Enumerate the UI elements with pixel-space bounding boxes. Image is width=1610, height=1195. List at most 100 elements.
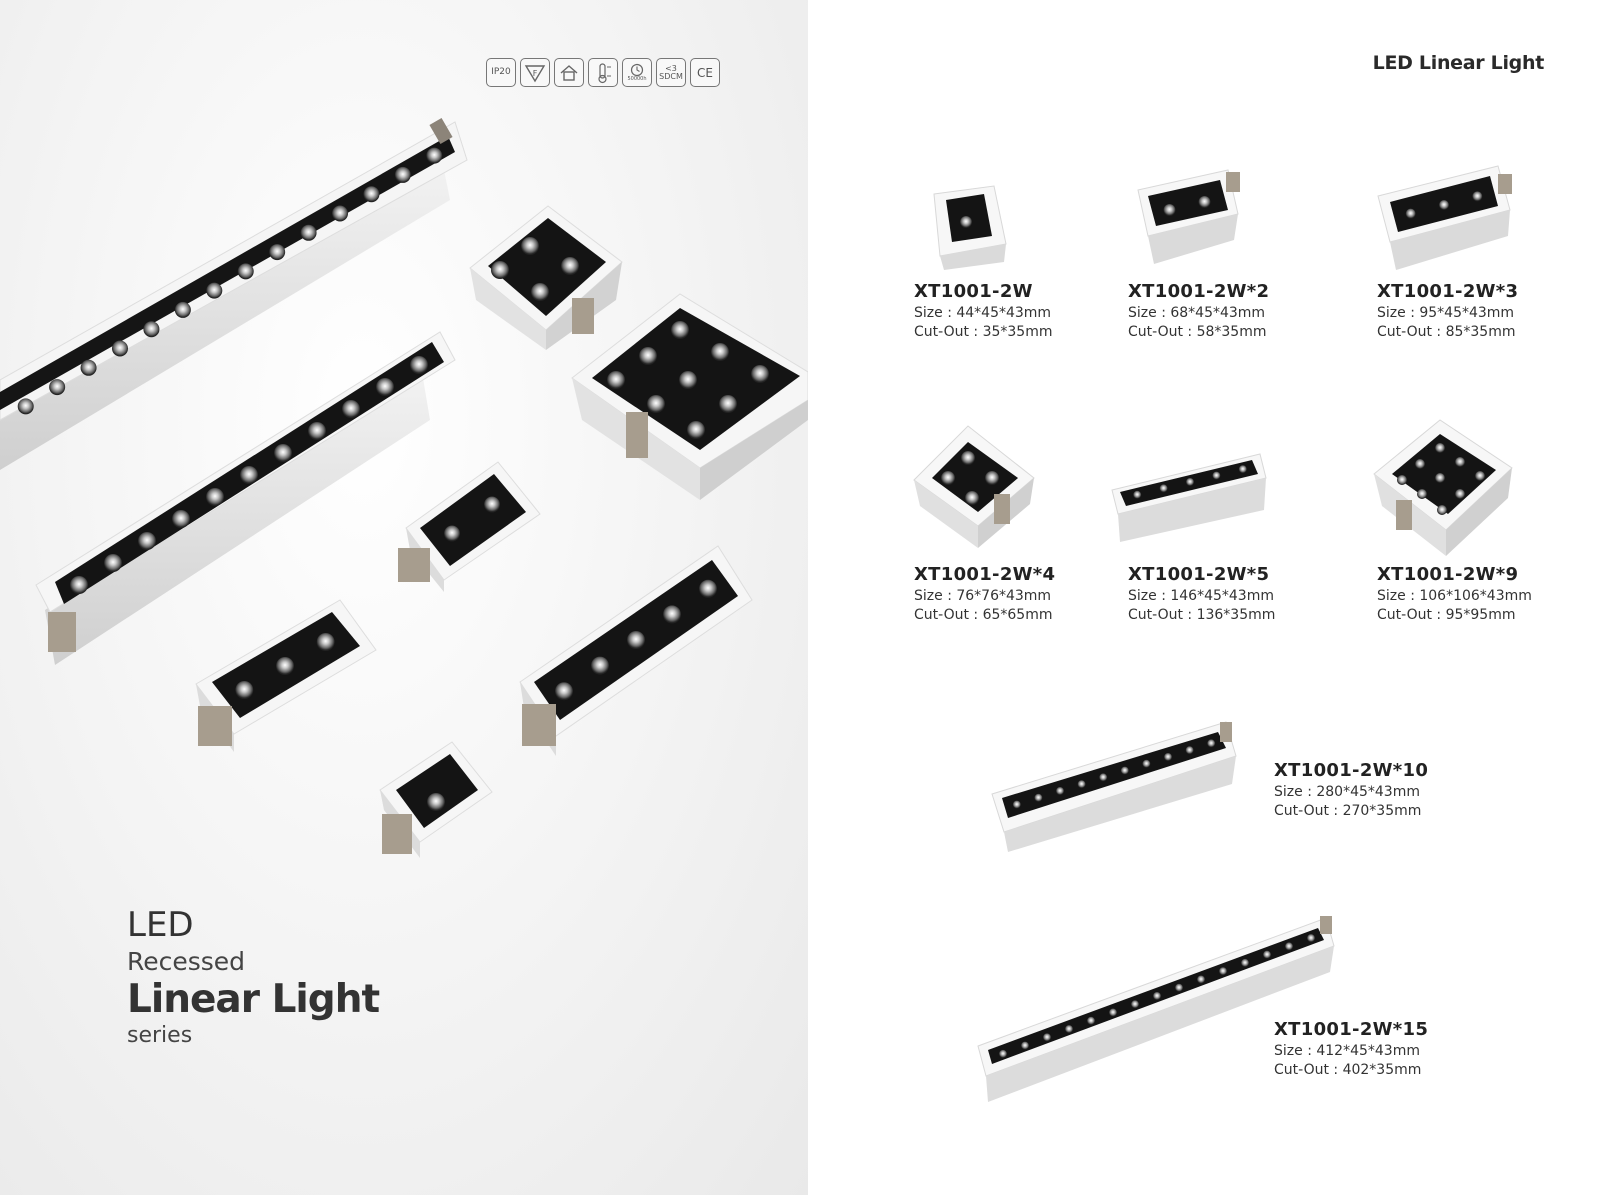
- product-model: XT1001-2W: [914, 281, 1033, 302]
- led-head: [104, 554, 122, 572]
- product-led-heads: [941, 191, 1485, 1058]
- led-head: [719, 395, 737, 413]
- product-model: XT1001-2W*4: [914, 564, 1056, 585]
- led-head: [300, 224, 317, 241]
- cover-title-recessed: Recessed: [127, 947, 246, 976]
- led-head: [1435, 473, 1445, 483]
- product-image-1: [933, 185, 1007, 270]
- lifetime-icon: 50000h: [622, 58, 652, 87]
- product-6-info: XT1001-2W*9 Size : 106*106*43mm Cut-Out …: [1377, 563, 1532, 625]
- led-head: [1475, 471, 1485, 481]
- square-9-fixture: [571, 293, 808, 500]
- led-head: [751, 365, 769, 383]
- led-head: [172, 510, 190, 528]
- cover-title-linear-light: Linear Light: [127, 977, 380, 1022]
- product-images: [913, 165, 1513, 1102]
- led-head: [1285, 942, 1293, 951]
- product-model: XT1001-2W*5: [1128, 564, 1270, 585]
- ip20-badge: IP20: [486, 58, 516, 87]
- five-head-fixture: [519, 545, 753, 756]
- ce-label: CE: [697, 65, 713, 80]
- product-3-info: XT1001-2W*3 Size : 95*45*43mm Cut-Out : …: [1377, 280, 1518, 342]
- f-mark-icon: F: [520, 58, 550, 87]
- led-head: [174, 301, 191, 318]
- led-head: [985, 471, 999, 485]
- certification-row: IP20 F 50000h <3 SDCM CE: [486, 58, 720, 87]
- cover-page: IP20 F 50000h <3 SDCM CE: [0, 0, 808, 1195]
- led-head: [1133, 490, 1142, 499]
- led-head: [671, 321, 689, 339]
- single-fixture: [379, 741, 493, 858]
- led-head: [1159, 484, 1168, 493]
- sdcm-badge: <3 SDCM: [656, 58, 686, 87]
- led-head: [1472, 191, 1483, 202]
- led-head: [1185, 746, 1194, 755]
- led-head: [1241, 958, 1249, 967]
- product-cutout: Cut-Out : 85*35mm: [1377, 324, 1516, 340]
- led-head: [639, 347, 657, 365]
- product-image-6: [1373, 419, 1513, 556]
- led-head: [363, 186, 380, 203]
- product-1-info: XT1001-2W Size : 44*45*43mm Cut-Out : 35…: [914, 280, 1052, 342]
- cover-title: LED Recessed Linear Light series: [127, 906, 380, 1050]
- led-head: [138, 532, 156, 550]
- product-size: Size : 146*45*43mm: [1128, 588, 1274, 604]
- led-head: [308, 422, 326, 440]
- product-2-info: XT1001-2W*2 Size : 68*45*43mm Cut-Out : …: [1128, 280, 1269, 342]
- led-head: [316, 633, 335, 651]
- led-head: [1198, 196, 1211, 208]
- page-header-title: LED Linear Light: [1372, 52, 1545, 74]
- led-head: [206, 282, 223, 299]
- product-5-info: XT1001-2W*5 Size : 146*45*43mm Cut-Out :…: [1128, 563, 1275, 625]
- product-model: XT1001-2W*2: [1128, 281, 1270, 302]
- lifetime-label: 50000h: [627, 76, 647, 82]
- led-head: [1109, 1008, 1117, 1017]
- product-cutout: Cut-Out : 95*95mm: [1377, 607, 1516, 623]
- ip20-label: IP20: [491, 67, 511, 77]
- led-head: [561, 257, 579, 275]
- product-image-4: [913, 425, 1035, 548]
- led-head: [1021, 1041, 1029, 1050]
- led-head: [1437, 505, 1447, 515]
- indoor-use-icon: [554, 58, 584, 87]
- led-head: [444, 525, 460, 542]
- led-head: [679, 371, 697, 389]
- led-head: [965, 491, 979, 505]
- led-head: [342, 400, 360, 418]
- product-cutout: Cut-Out : 65*65mm: [914, 607, 1053, 623]
- product-model: XT1001-2W*9: [1377, 564, 1519, 585]
- led-head: [274, 444, 292, 462]
- square-4-fixture: [469, 205, 623, 350]
- led-head: [941, 471, 955, 485]
- led-head: [711, 343, 729, 361]
- led-head: [961, 451, 975, 465]
- led-head: [1163, 204, 1176, 216]
- product-image-7: [991, 721, 1237, 852]
- led-head: [1212, 471, 1221, 480]
- product-4-info: XT1001-2W*4 Size : 76*76*43mm Cut-Out : …: [914, 563, 1055, 625]
- product-size: Size : 95*45*43mm: [1377, 305, 1515, 321]
- led-head: [1012, 800, 1021, 809]
- led-head: [1455, 457, 1465, 467]
- led-head: [1077, 780, 1086, 789]
- led-head: [1120, 766, 1129, 775]
- led-head: [1056, 787, 1064, 795]
- led-head: [1131, 1000, 1139, 1009]
- sdcm-label: <3 SDCM: [659, 63, 683, 81]
- led-head: [1397, 475, 1407, 485]
- led-head: [699, 579, 717, 598]
- led-head: [960, 216, 972, 228]
- product-size: Size : 280*45*43mm: [1274, 784, 1420, 800]
- led-head: [1439, 200, 1449, 210]
- led-head: [687, 421, 705, 439]
- product-photo: [0, 117, 808, 858]
- product-size: Size : 106*106*43mm: [1377, 588, 1532, 604]
- led-head: [1435, 443, 1445, 453]
- led-head: [627, 631, 645, 649]
- led-head: [1455, 489, 1465, 499]
- ce-mark-icon: CE: [690, 58, 720, 87]
- led-head: [427, 793, 445, 811]
- led-head: [80, 359, 97, 376]
- led-head: [1263, 950, 1271, 959]
- led-head: [1034, 793, 1043, 802]
